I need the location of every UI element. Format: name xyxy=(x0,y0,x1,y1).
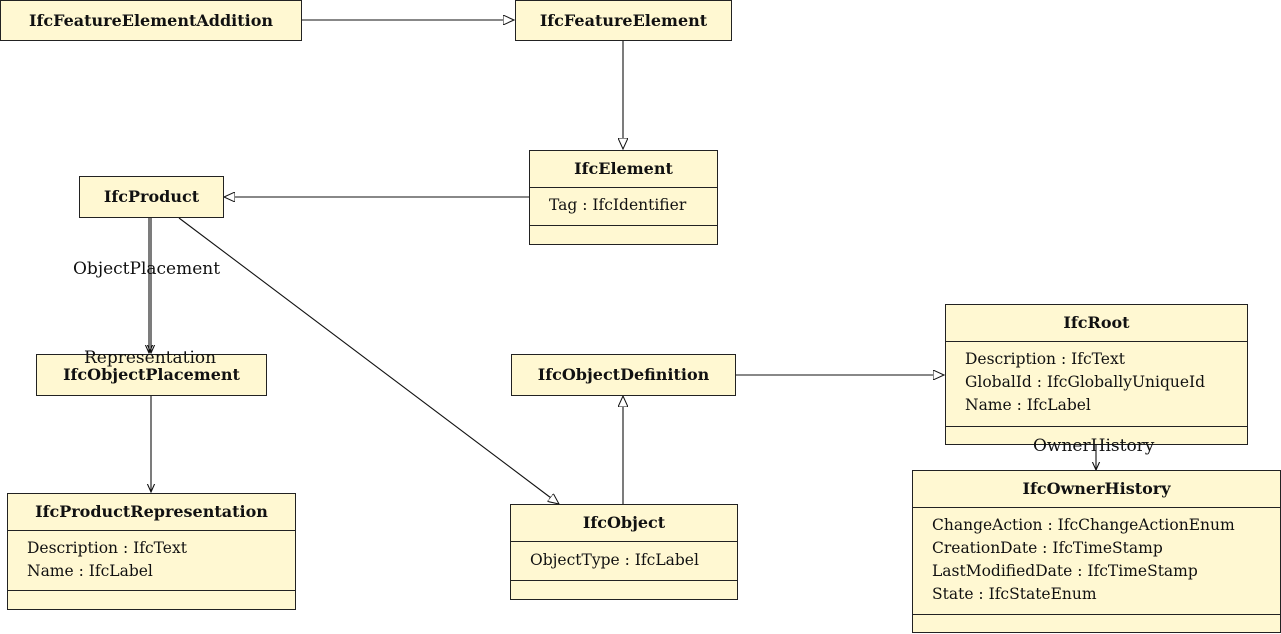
class-name: IfcProduct xyxy=(103,187,200,206)
class-header: IfcProductRepresentation xyxy=(8,494,295,531)
class-header: IfcOwnerHistory xyxy=(913,471,1280,508)
class-name: IfcFeatureElement xyxy=(539,10,708,30)
class-ifc-root[interactable]: IfcRoot Description : IfcText GlobalId :… xyxy=(945,304,1248,445)
class-attributes: ObjectType : IfcLabel xyxy=(511,542,737,581)
association-label-object-placement: ObjectPlacement xyxy=(73,259,221,279)
attribute: Name : IfcLabel xyxy=(965,396,1091,414)
class-name: IfcObjectDefinition xyxy=(537,365,710,384)
class-ifc-feature-element-addition[interactable]: IfcFeatureElementAddition xyxy=(0,0,302,41)
class-name: IfcRoot xyxy=(1063,313,1130,332)
class-name: IfcObjectPlacement xyxy=(63,365,240,384)
attribute: State : IfcStateEnum xyxy=(932,585,1097,603)
class-ifc-element[interactable]: IfcElement Tag : IfcIdentifier xyxy=(529,150,718,245)
association-label-owner-history: OwnerHistory xyxy=(1033,436,1155,456)
class-name: IfcElement xyxy=(574,159,673,178)
class-name: IfcOwnerHistory xyxy=(1022,479,1171,498)
attribute: LastModifiedDate : IfcTimeStamp xyxy=(932,562,1198,580)
attribute: Tag : IfcIdentifier xyxy=(549,196,687,214)
class-attributes: Description : IfcText GlobalId : IfcGlob… xyxy=(946,342,1247,427)
class-ifc-object-placement[interactable]: IfcObjectPlacement xyxy=(36,354,267,396)
class-ifc-product-representation[interactable]: IfcProductRepresentation Description : I… xyxy=(7,493,296,610)
attribute: Description : IfcText xyxy=(27,539,187,557)
attribute: Description : IfcText xyxy=(965,350,1125,368)
class-header: IfcElement xyxy=(530,151,717,188)
class-name: IfcProductRepresentation xyxy=(35,502,268,521)
attribute: Name : IfcLabel xyxy=(27,562,153,580)
class-attributes: Description : IfcText Name : IfcLabel xyxy=(8,531,295,591)
class-ifc-owner-history[interactable]: IfcOwnerHistory ChangeAction : IfcChange… xyxy=(912,470,1281,633)
class-ifc-feature-element[interactable]: IfcFeatureElement xyxy=(515,0,732,41)
class-attributes: Tag : IfcIdentifier xyxy=(530,188,717,226)
attribute: CreationDate : IfcTimeStamp xyxy=(932,539,1163,557)
class-ifc-product[interactable]: IfcProduct xyxy=(79,176,224,218)
class-header: IfcRoot xyxy=(946,305,1247,342)
class-ifc-object[interactable]: IfcObject ObjectType : IfcLabel xyxy=(510,504,738,600)
generalization-product-to-object xyxy=(178,217,559,504)
attribute: GlobalId : IfcGloballyUniqueId xyxy=(965,373,1206,391)
class-attributes: ChangeAction : IfcChangeActionEnum Creat… xyxy=(913,508,1280,615)
class-header: IfcObject xyxy=(511,505,737,542)
attribute: ObjectType : IfcLabel xyxy=(530,551,699,569)
attribute: ChangeAction : IfcChangeActionEnum xyxy=(932,516,1235,534)
class-ifc-object-definition[interactable]: IfcObjectDefinition xyxy=(511,354,736,396)
class-name: IfcObject xyxy=(582,513,666,532)
association-label-representation: Representation xyxy=(84,348,217,368)
class-name: IfcFeatureElementAddition xyxy=(29,10,273,30)
